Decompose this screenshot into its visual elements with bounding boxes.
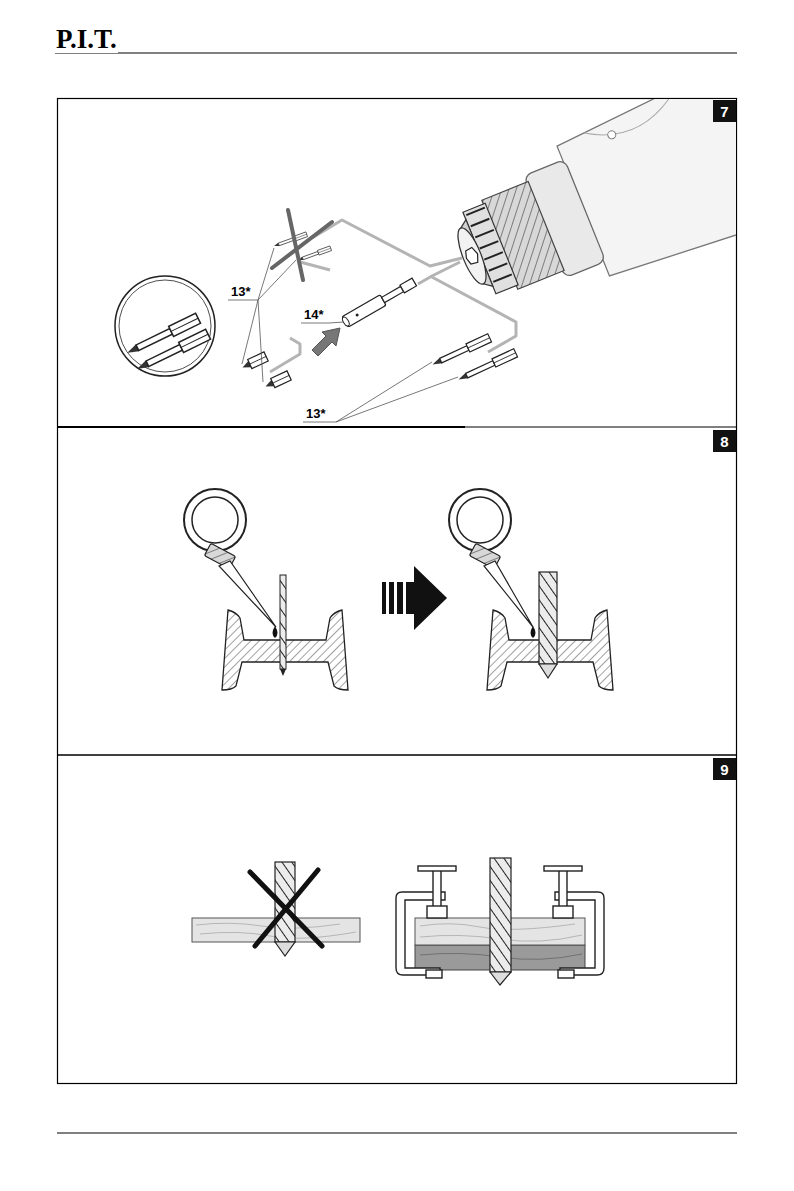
callout-number: 13* xyxy=(230,285,252,298)
figure-number: 9 xyxy=(713,758,736,780)
brand-logo: P.I.T. xyxy=(55,26,118,53)
figure-number: 8 xyxy=(713,430,736,452)
figure-number: 7 xyxy=(713,100,736,122)
callout-number: 13* xyxy=(305,407,327,420)
callout-number: 14* xyxy=(303,308,325,321)
